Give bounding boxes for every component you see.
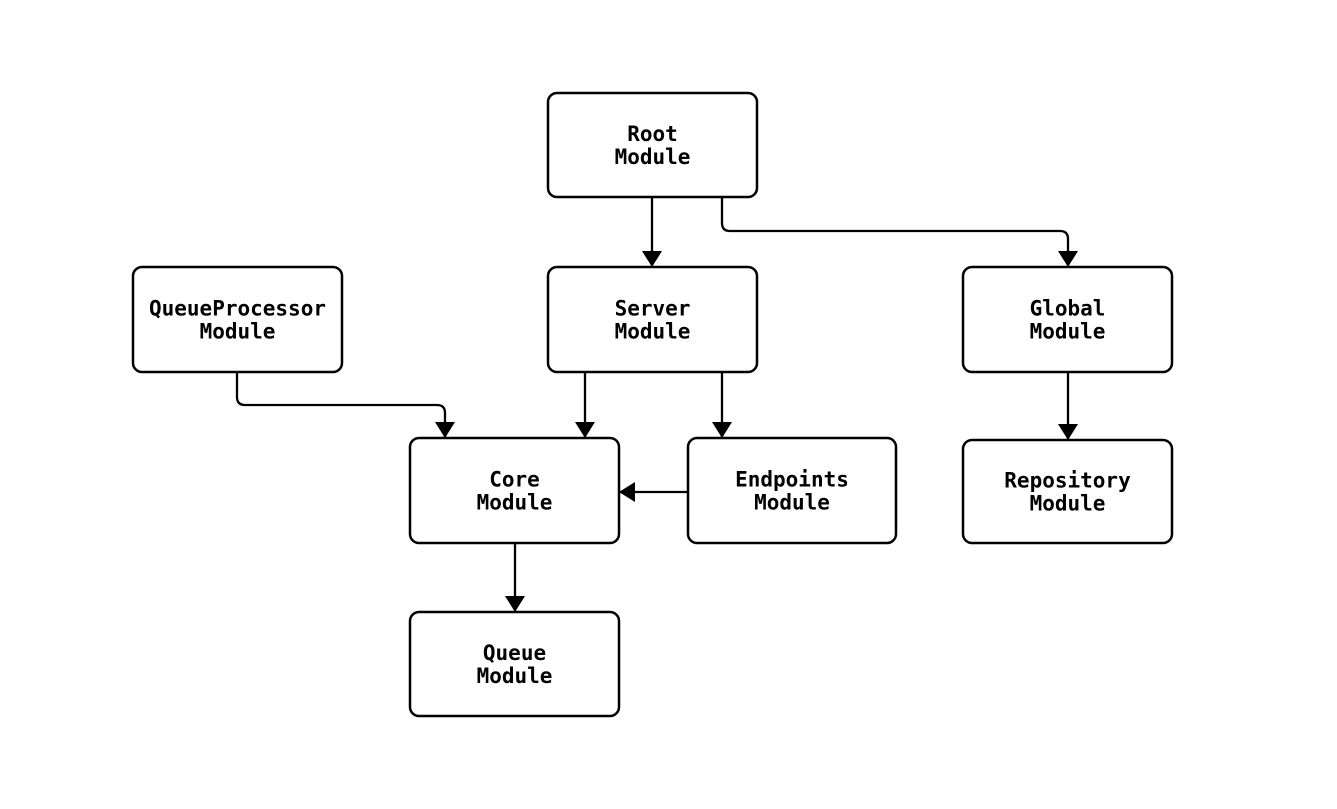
node-label-line: Repository [1004, 469, 1131, 493]
node-label-line: Module [615, 320, 691, 344]
node-label-line: Module [615, 145, 691, 169]
node-label-line: Core [489, 468, 540, 492]
node-label-line: Module [1030, 320, 1106, 344]
node-box [546, 265, 759, 374]
node-label-line: Module [477, 664, 553, 688]
node-label-line: Global [1030, 297, 1106, 321]
node-label-line: Module [1030, 492, 1106, 516]
node-label-line: Module [200, 320, 276, 344]
node-label-line: Root [627, 122, 678, 146]
node-box [961, 438, 1174, 545]
node-label-line: Queue [483, 641, 546, 665]
node-box [408, 610, 621, 718]
node-label-line: Module [754, 491, 830, 515]
node-label-line: Endpoints [735, 468, 849, 492]
node-label-line: Module [477, 491, 553, 515]
node-label-line: Server [615, 297, 691, 321]
node-box [686, 436, 898, 545]
node-box [546, 91, 759, 199]
node-box [131, 265, 344, 374]
node-label-line: QueueProcessor [149, 297, 326, 321]
node-box [408, 436, 621, 545]
edge-queueprocessor-to-core [235, 372, 455, 438]
node-box [961, 265, 1174, 374]
edge-root-to-global [720, 197, 1078, 267]
